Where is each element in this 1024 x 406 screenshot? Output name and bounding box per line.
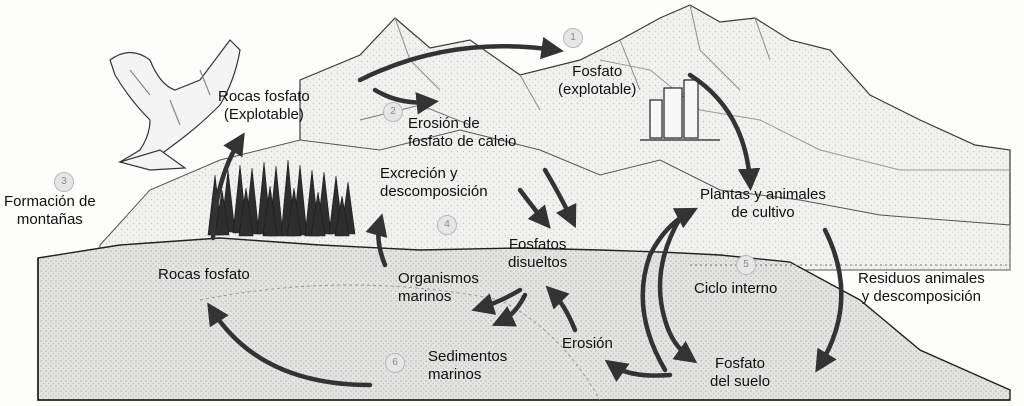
arrow-rocks-to-fosfato-explotable xyxy=(357,36,564,83)
pine-tree xyxy=(262,185,278,237)
arrow-plantas-to-residuos xyxy=(815,227,844,373)
arrow-disueltos-to-organismos-2 xyxy=(491,292,528,327)
arrow-ciclo-interno-down xyxy=(657,215,698,364)
arrow-excrecion-to-disueltos-2 xyxy=(517,187,551,229)
label-ciclo-interno: Ciclo interno xyxy=(694,280,778,297)
step-marker-4: 4 xyxy=(437,215,457,235)
pine-tree xyxy=(238,187,254,237)
arrow-fosfato-to-plantas xyxy=(687,72,761,191)
arrow-rocas-up-to-explotable xyxy=(210,132,245,241)
label-erosion: Erosión xyxy=(562,335,613,352)
hills xyxy=(99,104,1011,271)
arrow-suelo-to-erosion xyxy=(604,359,673,383)
step-marker-2: 2 xyxy=(383,102,403,122)
arrow-excrecion-to-disueltos-1 xyxy=(542,167,577,229)
arrow-erosion-to-disueltos xyxy=(545,285,578,333)
label-rocas-fosfato-explotable: Rocas fosfato(Explotable) xyxy=(218,88,310,123)
forest xyxy=(207,159,356,237)
pine-tree xyxy=(310,191,326,237)
step-marker-1: 1 xyxy=(563,28,583,48)
arrow-ciclo-interno-up xyxy=(640,207,698,373)
arrow-to-erosion-calcio xyxy=(372,87,439,115)
arrow-disueltos-to-organismos-1 xyxy=(471,287,523,315)
step-marker-5: 5 xyxy=(736,255,756,275)
pine-tree xyxy=(286,187,302,237)
step-marker-6: 6 xyxy=(385,353,405,373)
ground-cross-section xyxy=(37,237,1011,401)
label-fosfato-explotable: Fosfato(explotable) xyxy=(558,63,637,98)
pine-tree xyxy=(334,195,350,237)
mine-structure xyxy=(640,79,720,141)
step-marker-3: 3 xyxy=(54,172,74,192)
bird-illustration xyxy=(109,39,241,171)
arrow-organismos-to-excrecion xyxy=(365,213,388,268)
arrow-sedimentos-to-rocas xyxy=(207,302,373,388)
label-rocas-fosfato: Rocas fosfato xyxy=(158,266,250,283)
pine-tree xyxy=(214,189,230,236)
cycle-arrows xyxy=(207,36,844,388)
